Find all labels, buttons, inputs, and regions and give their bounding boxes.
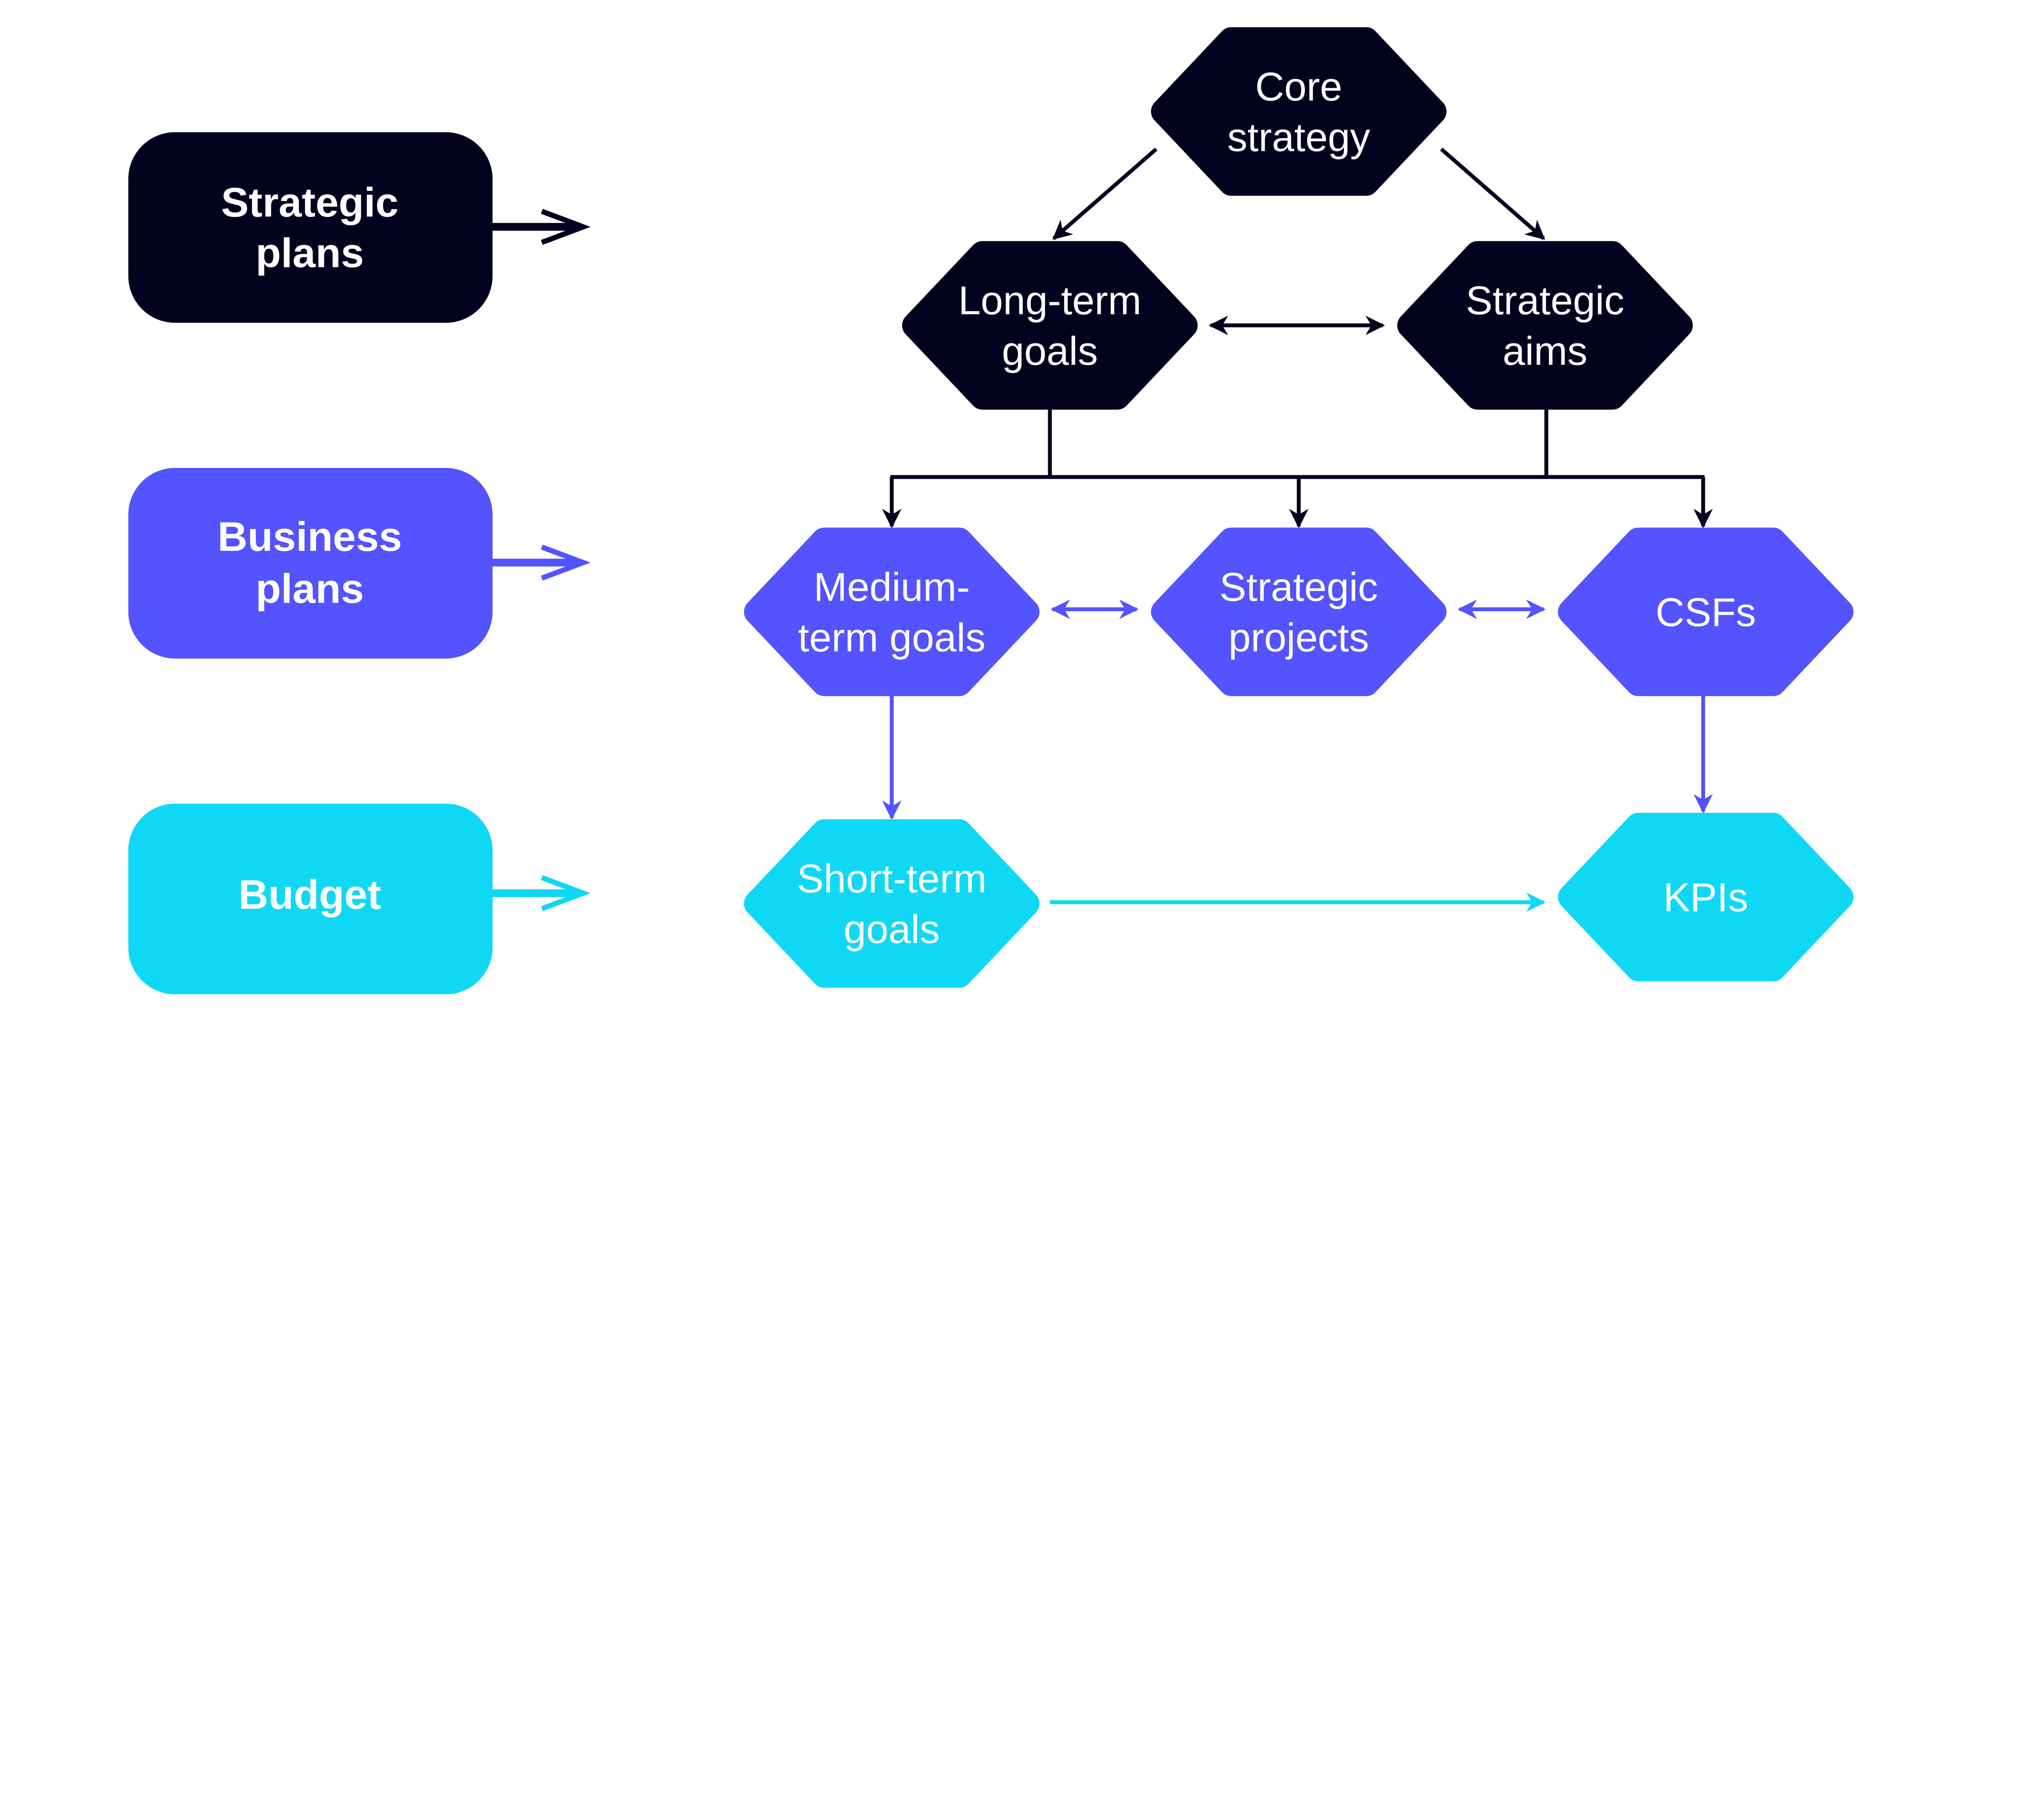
node-shape xyxy=(1151,527,1447,696)
node-shape xyxy=(1397,241,1693,410)
level-arrowhead xyxy=(541,875,591,911)
node-kpis: KPIs xyxy=(1558,813,1854,982)
level-label: plans xyxy=(256,229,364,276)
node-shape xyxy=(744,819,1040,988)
level-label: plans xyxy=(256,565,364,612)
nodes: CorestrategyLong-termgoalsStrategicaimsM… xyxy=(744,27,1854,988)
node-short-term-goals: Short-term goals xyxy=(744,819,1040,988)
node-label: goals xyxy=(844,907,940,952)
node-label: KPIs xyxy=(1663,875,1748,920)
level-arrowhead xyxy=(541,209,591,245)
node-shape xyxy=(1558,813,1854,982)
node-label: Medium- xyxy=(814,565,970,610)
node-shape xyxy=(1151,27,1447,196)
level-business-plans: Business plans xyxy=(128,468,591,659)
level-box xyxy=(128,132,493,323)
level-label: Business xyxy=(218,513,402,560)
level-box xyxy=(128,804,493,995)
node-label: Short-term xyxy=(797,857,987,902)
diagram-stage: Strategic plans Business plans Budget Co… xyxy=(128,27,1854,995)
level-label: Strategic xyxy=(221,179,399,225)
node-label: Core xyxy=(1255,64,1342,109)
node-strategic-aims: Strategic aims xyxy=(1397,241,1693,410)
node-label: goals xyxy=(1002,329,1098,374)
strategy-hierarchy-diagram: Strategic plans Business plans Budget Co… xyxy=(128,27,1854,995)
level-budget: Budget xyxy=(128,804,591,995)
node-shape xyxy=(902,241,1198,410)
node-shape xyxy=(744,527,1040,696)
node-medium-term-goals: Medium-term goals xyxy=(744,527,1040,696)
level-arrowhead xyxy=(541,544,591,581)
node-core-strategy: Core strategy xyxy=(1151,27,1447,196)
node-label: Long-term xyxy=(958,278,1142,323)
edge-core-to-aims xyxy=(1440,147,1545,240)
node-long-term-goals: Long-term goals xyxy=(902,241,1198,410)
node-label: Strategic xyxy=(1466,278,1624,323)
node-csfs: CSFs xyxy=(1558,527,1854,696)
node-label: Strategic xyxy=(1220,565,1378,610)
node-shape xyxy=(1558,527,1854,696)
node-strategic-projects: Strategic projects xyxy=(1151,527,1447,696)
level-box xyxy=(128,468,493,659)
level-strategic-plans: Strategic plans xyxy=(128,132,591,323)
node-label: projects xyxy=(1229,616,1369,660)
level-label: Budget xyxy=(238,871,381,918)
edge-core-to-long-term xyxy=(1052,147,1158,240)
node-label: strategy xyxy=(1227,115,1371,160)
connectors xyxy=(882,147,1713,912)
node-label: aims xyxy=(1503,329,1588,374)
node-label: term goals xyxy=(798,616,986,660)
node-label: CSFs xyxy=(1656,590,1756,635)
